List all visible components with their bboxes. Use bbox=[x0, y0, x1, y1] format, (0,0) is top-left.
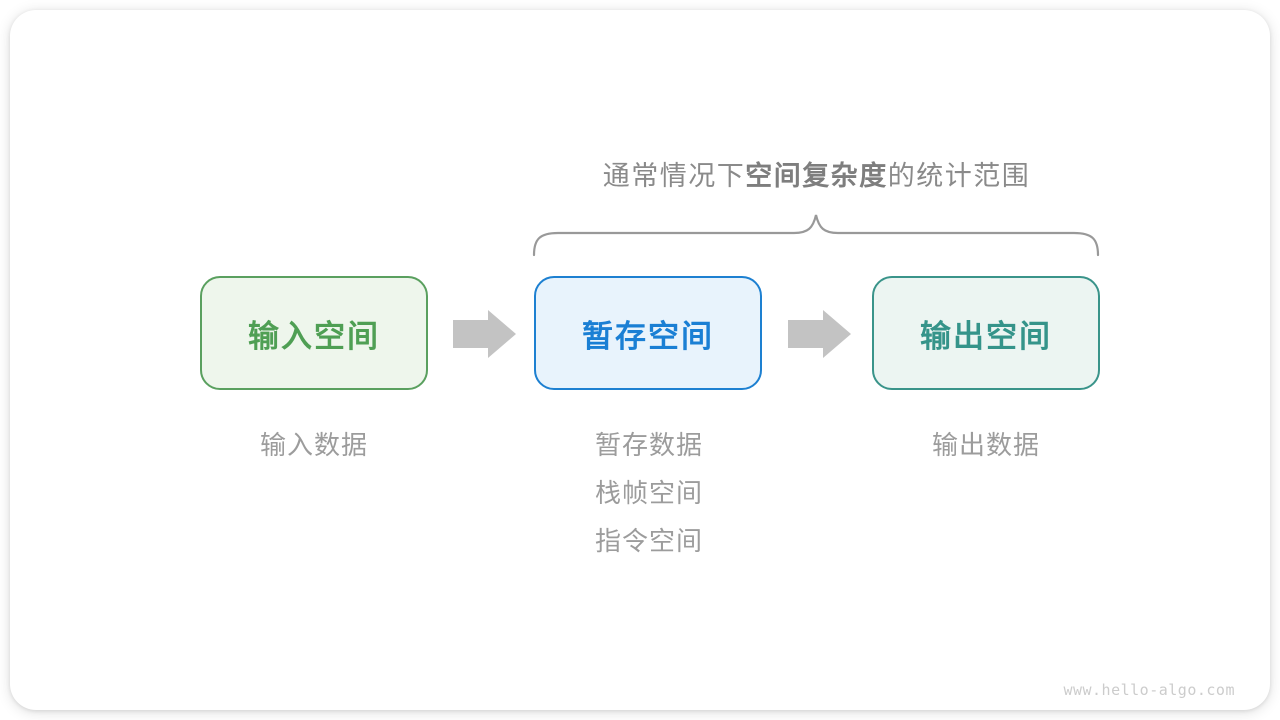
annotation-line: 指令空间 bbox=[595, 526, 704, 556]
scope-title: 通常情况下空间复杂度的统计范围 bbox=[533, 154, 1100, 193]
scope-title-suffix: 的统计范围 bbox=[887, 161, 1031, 191]
node-temp-space-label: 暂存空间 bbox=[582, 318, 714, 354]
node-input-space-label: 输入空间 bbox=[248, 318, 380, 354]
diagram-card: 通常情况下空间复杂度的统计范围 输入空间 暂存空间 输出空间 输入数据 暂存数据… bbox=[10, 10, 1270, 710]
scope-title-emphasis: 空间复杂度 bbox=[745, 161, 888, 191]
annotation-output-space: 输出数据 bbox=[872, 421, 1100, 469]
node-temp-space: 暂存空间 bbox=[534, 276, 762, 390]
scope-title-prefix: 通常情况下 bbox=[602, 161, 746, 191]
scope-brace-icon bbox=[532, 214, 1100, 257]
annotation-line: 输入数据 bbox=[259, 430, 368, 460]
node-output-space-label: 输出空间 bbox=[920, 318, 1052, 354]
annotation-line: 暂存数据 bbox=[595, 430, 704, 460]
node-input-space: 输入空间 bbox=[200, 276, 428, 390]
right-arrow-icon bbox=[788, 310, 851, 358]
annotation-line: 栈帧空间 bbox=[595, 478, 704, 508]
node-output-space: 输出空间 bbox=[872, 276, 1100, 390]
right-arrow-icon bbox=[453, 310, 516, 358]
annotation-line: 输出数据 bbox=[931, 430, 1040, 460]
annotation-temp-space: 暂存数据 栈帧空间 指令空间 bbox=[595, 421, 703, 565]
annotation-input-space: 输入数据 bbox=[200, 421, 428, 469]
watermark: www.hello-algo.com bbox=[1063, 681, 1235, 699]
